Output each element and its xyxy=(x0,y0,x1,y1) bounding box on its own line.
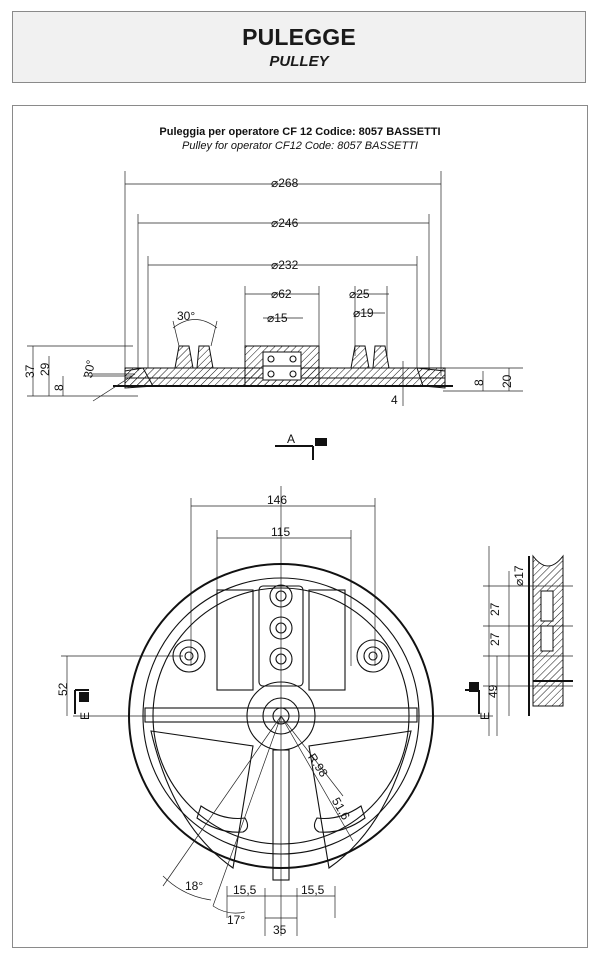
drawing-caption-it: Puleggia per operatore CF 12 Codice: 805… xyxy=(159,126,441,138)
technical-drawing: ⌀268 ⌀246 ⌀232 ⌀62 ⌀15 ⌀25 ⌀19 30° 30° 3… xyxy=(23,171,573,937)
dim-d19: ⌀19 xyxy=(353,306,374,320)
dim-h29: 29 xyxy=(38,362,52,376)
dim-h4: 4 xyxy=(391,393,398,407)
dim-h49: 49 xyxy=(486,684,500,698)
dim-h27-bottom: 27 xyxy=(488,632,502,646)
dim-w115: 115 xyxy=(271,525,290,539)
dim-d25: ⌀25 xyxy=(349,287,370,301)
dim-w35: 35 xyxy=(273,923,287,937)
dim-w15-5-left: 15,5 xyxy=(233,883,257,897)
section-view: ⌀268 ⌀246 ⌀232 ⌀62 ⌀15 ⌀25 ⌀19 30° 30° 3… xyxy=(23,171,523,460)
dim-h27-top: 27 xyxy=(488,602,502,616)
section-marker-a: A xyxy=(287,432,295,446)
dim-d17: ⌀17 xyxy=(512,565,526,586)
dim-w146: 146 xyxy=(267,493,287,507)
dim-w15-5-right: 15,5 xyxy=(301,883,325,897)
angle-30-left: 30° xyxy=(81,359,98,380)
marker-e-left: E xyxy=(78,712,92,720)
dim-d15: ⌀15 xyxy=(267,311,288,325)
side-view: ⌀17 27 27 49 xyxy=(483,546,573,736)
angle-18: 18° xyxy=(185,879,203,893)
page-subtitle: PULLEY xyxy=(269,53,329,70)
dim-h20: 20 xyxy=(500,374,514,388)
dim-d232: ⌀232 xyxy=(271,258,299,272)
dim-h8-right: 8 xyxy=(472,379,486,386)
page-title: PULEGGE xyxy=(242,24,356,50)
dim-h52: 52 xyxy=(56,682,70,696)
dim-d268: ⌀268 xyxy=(271,176,299,190)
dim-d246: ⌀246 xyxy=(271,216,299,230)
dim-d62: ⌀62 xyxy=(271,287,292,301)
drawing-caption-en: Pulley for operator CF12 Code: 8057 BASS… xyxy=(181,140,418,152)
angle-17: 17° xyxy=(227,913,245,927)
front-view: 146 115 52 R.98 51,6 18° 17° 15,5 15,5 3… xyxy=(56,486,493,937)
marker-e-right: E xyxy=(478,712,492,720)
dim-h37: 37 xyxy=(23,364,37,378)
header-box: PULEGGE PULLEY xyxy=(12,11,586,83)
dim-h8-left: 8 xyxy=(52,384,66,391)
angle-30-top: 30° xyxy=(177,309,195,323)
drawing-frame: Puleggia per operatore CF 12 Codice: 805… xyxy=(12,105,588,948)
